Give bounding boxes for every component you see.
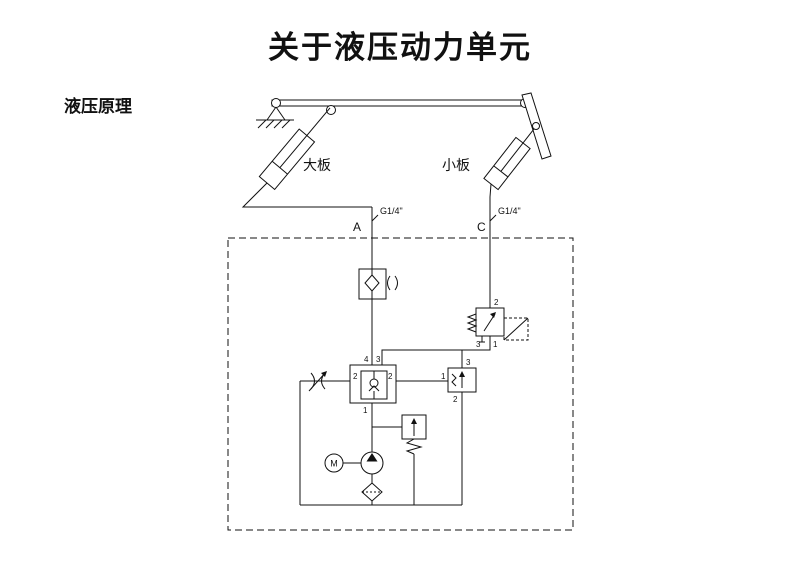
label-port-c: G1/4" [498,206,521,216]
line-c [489,214,497,222]
section-label: 液压原理 [64,97,132,116]
fixed-support [256,106,294,129]
port-blk-1: 1 [363,406,368,415]
label-line-a: A [353,220,361,234]
spring-icon [466,313,478,333]
port-blk-3: 3 [376,355,381,364]
label-port-a: G1/4" [380,206,403,216]
label-small-plate: 小板 [442,157,470,173]
pilot-check-block [300,364,448,452]
line-a [371,207,379,365]
pump [360,451,384,475]
solenoid-coil-icon [503,317,529,341]
spring-icon [451,373,457,387]
spring-icon [405,438,423,455]
port-blk-2r: 2 [388,372,393,381]
port-seq-3: 3 [466,358,471,367]
port-sv-3: 3 [476,340,481,349]
rod-joint-right [532,122,540,130]
filter [361,474,383,505]
label-line-c: C [477,220,486,234]
rod-joint-left [326,105,336,115]
sequence-valve [447,350,477,505]
cylinder-big-plate [241,107,372,208]
pivot-joint-left [271,98,281,108]
port-seq-1: 1 [441,372,446,381]
port-blk-2l: 2 [353,372,358,381]
page-title: 关于液压动力单元 [268,30,532,65]
throttle-valve [308,371,327,392]
port-sv-2: 2 [494,298,499,307]
beam-mechanism [256,92,552,160]
cylinder-small-plate [483,128,535,308]
check-throttle-valve [358,268,398,300]
motor [324,453,361,473]
relief-valve [372,414,427,505]
solenoid-valve [381,307,529,365]
power-unit-boundary [227,237,574,531]
port-sv-1: 1 [493,340,498,349]
port-seq-2: 2 [453,395,458,404]
port-blk-4: 4 [364,355,369,364]
motor-letter: M [330,459,338,469]
label-big-plate: 大板 [303,157,331,173]
